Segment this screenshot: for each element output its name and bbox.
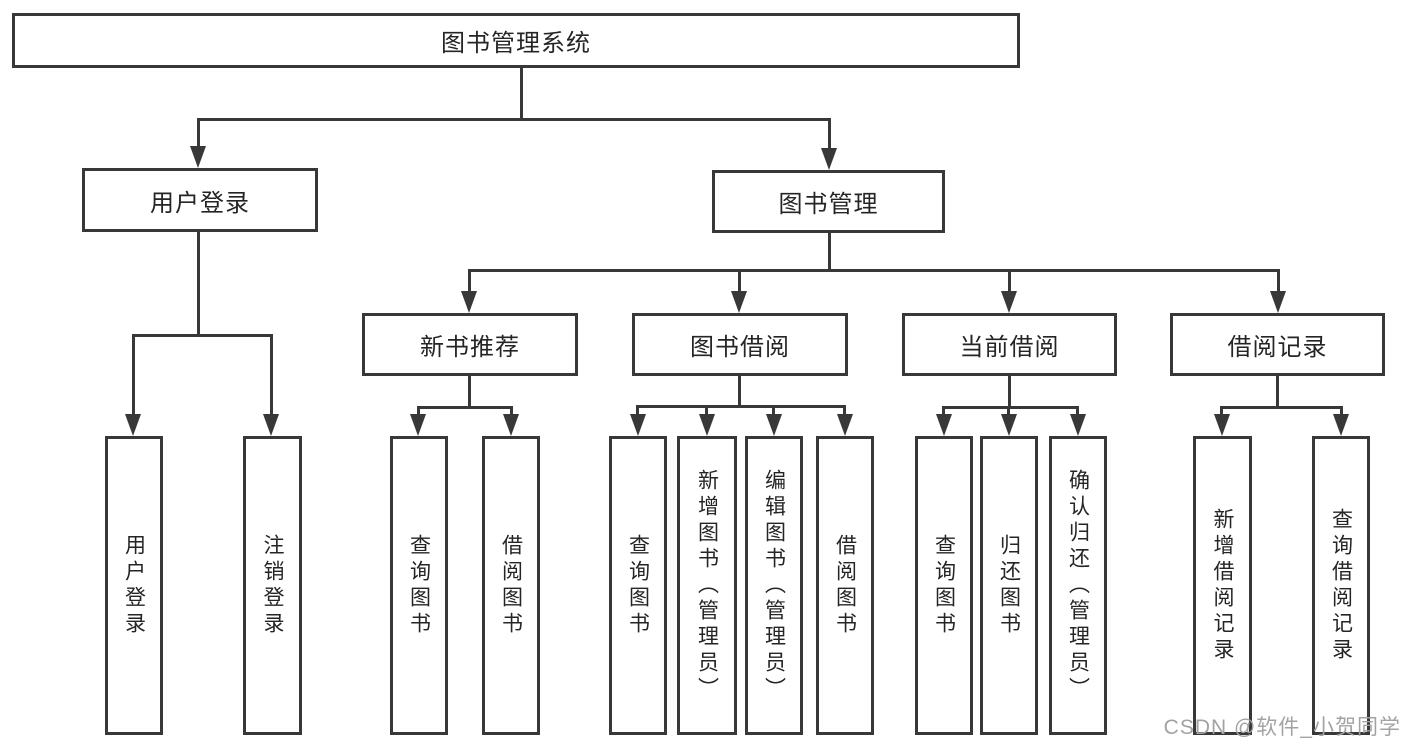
arrow-down-icon: [1070, 414, 1086, 436]
connector-hline: [1220, 406, 1343, 409]
connector-vline: [1008, 376, 1011, 409]
leaf-add-borrow-record: 新增借阅记录: [1193, 436, 1252, 735]
connector-vline: [1008, 269, 1011, 293]
leaf-borrow-books-recommend: 借阅图书: [482, 436, 540, 735]
connector-vline: [197, 232, 200, 337]
arrow-down-icon: [821, 148, 837, 170]
arrow-down-icon: [936, 414, 952, 436]
connector-vline: [468, 269, 471, 293]
leaf-edit-books-admin: 编辑图书（管理员）: [745, 436, 803, 735]
connector-vline: [197, 118, 200, 150]
connector-vline: [468, 376, 471, 409]
leaf-return-books: 归还图书: [980, 436, 1038, 735]
connector-vline: [1277, 269, 1280, 293]
leaf-query-books-borrowing: 查询图书: [609, 436, 667, 735]
node-library-management-system: 图书管理系统: [12, 13, 1020, 68]
leaf-logout-login: 注销登录: [243, 436, 302, 735]
arrow-down-icon: [731, 291, 747, 313]
node-current-borrowing: 当前借阅: [902, 313, 1117, 376]
leaf-borrow-books-borrowing: 借阅图书: [816, 436, 874, 735]
node-borrowing-records: 借阅记录: [1170, 313, 1385, 376]
node-book-borrowing: 图书借阅: [632, 313, 848, 376]
leaf-add-books-admin: 新增图书（管理员）: [677, 436, 737, 735]
connector-vline: [772, 405, 775, 418]
leaf-query-borrow-record: 查询借阅记录: [1312, 436, 1370, 735]
connector-vline: [510, 406, 513, 418]
connector-hline: [468, 269, 1280, 272]
arrow-down-icon: [263, 414, 279, 436]
connector-hline: [197, 118, 831, 121]
node-book-management: 图书管理: [712, 170, 945, 233]
connector-hline: [636, 405, 846, 408]
connector-vline: [1076, 406, 1079, 418]
connector-vline: [1220, 406, 1223, 418]
connector-vline: [828, 233, 831, 272]
connector-vline: [738, 269, 741, 293]
watermark: CSDN @软件_小贺同学: [1163, 716, 1401, 739]
connector-vline: [1007, 406, 1010, 418]
connector-hline: [417, 406, 513, 409]
arrow-down-icon: [190, 146, 206, 168]
arrow-down-icon: [1333, 414, 1349, 436]
leaf-query-books-current: 查询图书: [915, 436, 973, 735]
connector-vline: [843, 405, 846, 418]
connector-vline: [1276, 376, 1279, 409]
connector-vline: [636, 405, 639, 418]
leaf-user-login: 用户登录: [105, 436, 163, 735]
arrow-down-icon: [1214, 414, 1230, 436]
arrow-down-icon: [1001, 414, 1017, 436]
connector-vline: [738, 376, 741, 408]
arrow-down-icon: [1001, 291, 1017, 313]
arrow-down-icon: [699, 414, 715, 436]
connector-vline: [417, 406, 420, 418]
connector-vline: [132, 334, 135, 418]
arrow-down-icon: [125, 414, 141, 436]
arrow-down-icon: [766, 414, 782, 436]
arrow-down-icon: [503, 414, 519, 436]
connector-hline: [942, 406, 1079, 409]
arrow-down-icon: [410, 414, 426, 436]
arrow-down-icon: [461, 291, 477, 313]
arrow-down-icon: [837, 414, 853, 436]
leaf-confirm-return-admin: 确认归还（管理员）: [1049, 436, 1107, 735]
node-new-book-recommendation: 新书推荐: [362, 313, 578, 376]
connector-vline: [828, 118, 831, 152]
leaf-query-books-recommend: 查询图书: [390, 436, 448, 735]
connector-hline: [132, 334, 273, 337]
connector-vline: [705, 405, 708, 418]
connector-vline: [270, 334, 273, 418]
node-user-login: 用户登录: [82, 168, 318, 232]
arrow-down-icon: [1270, 291, 1286, 313]
connector-vline: [1340, 406, 1343, 418]
arrow-down-icon: [630, 414, 646, 436]
connector-vline: [942, 406, 945, 418]
connector-vline: [520, 68, 523, 118]
